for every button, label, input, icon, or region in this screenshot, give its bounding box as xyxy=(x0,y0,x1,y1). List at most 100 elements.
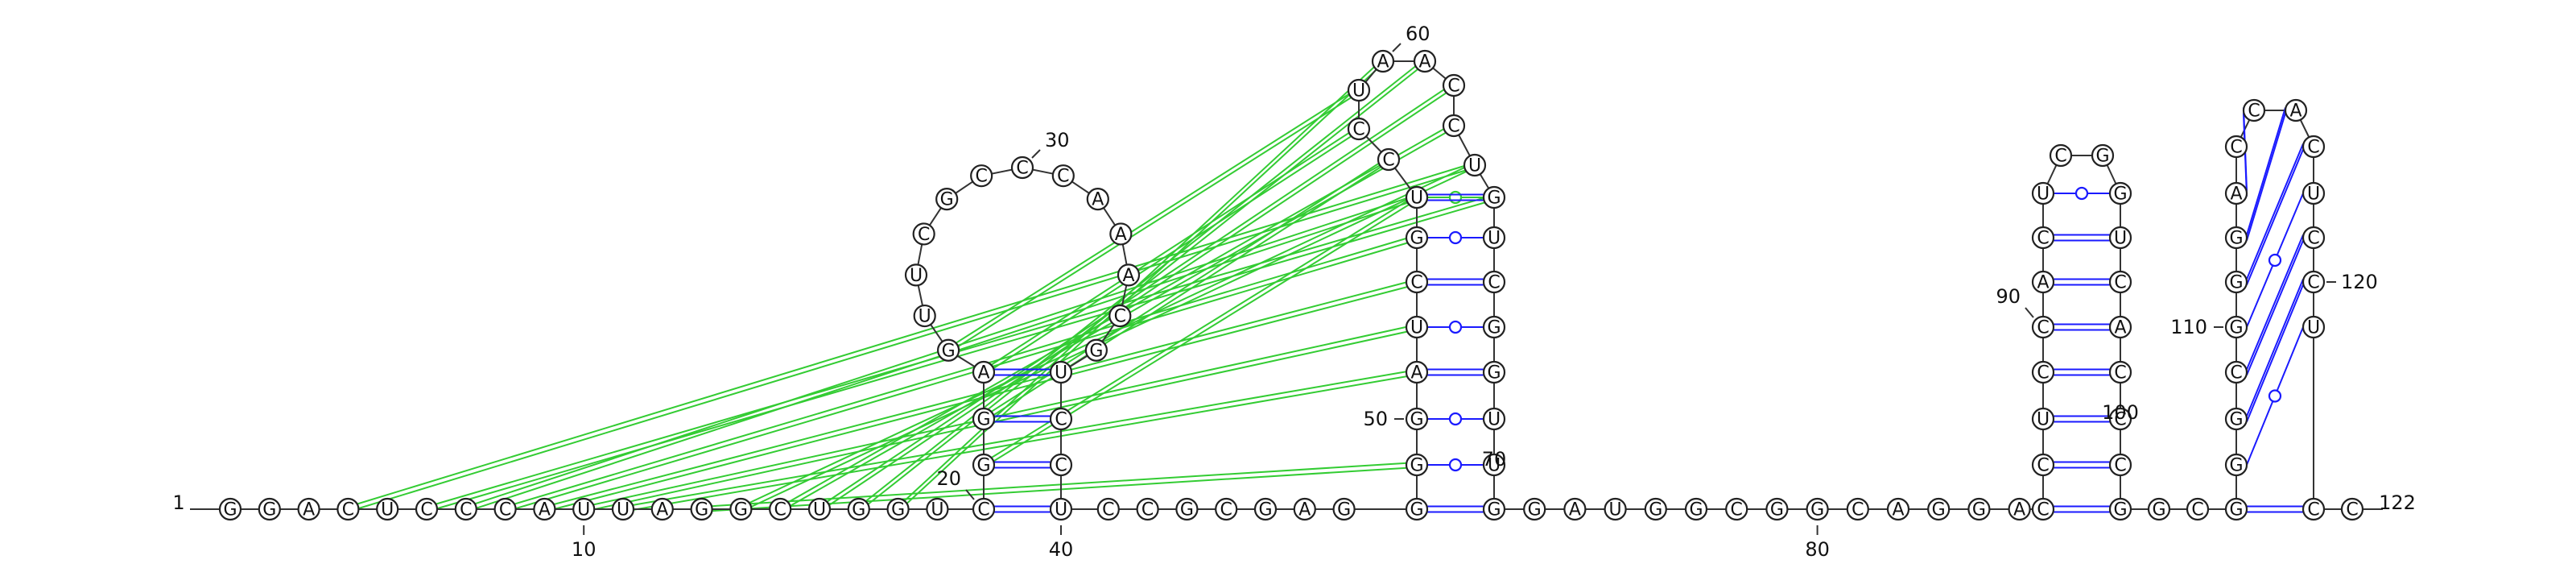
nucleotide-28: G xyxy=(935,188,959,211)
wobble-marker xyxy=(1448,230,1463,245)
pair-bond xyxy=(2246,240,2304,375)
nucleotide-letter: C xyxy=(774,500,786,520)
nucleotide-circle xyxy=(2031,226,2055,250)
nucleotide-letter: G xyxy=(1089,341,1103,361)
nucleotide-circle xyxy=(690,497,713,521)
pseudoknot-bond xyxy=(983,161,1389,422)
nucleotide-95: G xyxy=(2091,143,2115,168)
wobble-pair xyxy=(2054,186,2110,201)
pseudoknot-layer xyxy=(348,58,1495,512)
nucleotide-2: G xyxy=(258,497,281,521)
nucleotide-letter: C xyxy=(2307,500,2319,520)
nucleotide-letter: G xyxy=(1487,318,1501,338)
nucleotide-circle xyxy=(1846,497,1869,521)
nucleotide-circle xyxy=(970,164,993,188)
wobble-marker xyxy=(1448,412,1463,426)
nucleotide-circle xyxy=(2224,360,2248,384)
nucleotide-letter: C xyxy=(2037,229,2049,249)
nucleotide-circle xyxy=(2340,497,2364,521)
nucleotide-57: C xyxy=(1377,147,1401,172)
label-90: 90 xyxy=(1996,285,2021,308)
pseudoknot-bond xyxy=(983,199,1418,468)
nucleotide-circle xyxy=(2108,315,2132,339)
nucleotide-123: C xyxy=(2340,497,2364,521)
nucleotide-letter: G xyxy=(2229,500,2243,520)
nucleotide-circle xyxy=(1886,497,1910,521)
canonical-pair xyxy=(2054,505,2110,513)
canonical-pair xyxy=(2054,461,2110,469)
nucleotide-circle xyxy=(2031,315,2055,339)
nucleotide-circle xyxy=(611,497,635,521)
nucleotide-circle xyxy=(2108,226,2132,250)
nucleotide-22: G xyxy=(972,407,996,431)
nucleotide-letter: G xyxy=(223,500,237,520)
nucleotide-86: C xyxy=(2031,497,2055,521)
nucleotide-circle xyxy=(904,263,928,287)
nucleotide-35: C xyxy=(1108,304,1132,328)
nucleotide-circle xyxy=(1347,117,1371,141)
nucleotide-circle xyxy=(415,497,439,521)
nucleotide-circle xyxy=(2224,226,2248,250)
nucleotide-circle xyxy=(1482,407,1506,431)
nucleotide-letter: C xyxy=(2114,456,2126,476)
nucleotide-18: G xyxy=(886,497,910,521)
nucleotide-letter: U xyxy=(2307,184,2320,205)
nucleotide-letter: A xyxy=(977,363,989,384)
nucleotide-circle xyxy=(2301,497,2326,521)
nucleotide-letter: G xyxy=(1487,189,1501,209)
nucleotide-letter: G xyxy=(1410,410,1423,430)
label-30: 30 xyxy=(1045,129,1070,151)
pseudoknot-bond xyxy=(426,199,1495,512)
nucleotide-99: A xyxy=(2108,315,2132,339)
nucleotide-letter: C xyxy=(460,500,472,520)
nucleotide-66: U xyxy=(1482,226,1506,250)
pseudoknot-bond xyxy=(426,194,1495,508)
nucleotide-letter: C xyxy=(1447,117,1459,137)
pseudoknot-pair xyxy=(348,162,1476,512)
nucleotide-circle xyxy=(2301,270,2326,294)
nucleotide-116: A xyxy=(2284,98,2308,122)
tick-60 xyxy=(1392,43,1402,52)
nucleotide-120: C xyxy=(2301,270,2326,294)
nucleotide-12: A xyxy=(650,497,674,521)
nucleotide-circle xyxy=(2186,497,2210,521)
nucleotide-letter: A xyxy=(539,500,551,520)
nucleotide-circle xyxy=(1765,497,1789,521)
canonical-pair xyxy=(1427,505,1484,513)
canonical-pair xyxy=(1427,193,1484,201)
nucleotide-63: C xyxy=(1442,114,1466,138)
nucleotide-circle xyxy=(2108,453,2132,477)
nucleotide-letter: U xyxy=(1488,456,1501,476)
nucleotide-letter: G xyxy=(1689,500,1703,520)
label-120: 120 xyxy=(2341,271,2378,293)
wobble-marker xyxy=(1448,458,1463,472)
nucleotide-117: C xyxy=(2301,135,2326,159)
nucleotide-letter: U xyxy=(1410,189,1423,209)
nucleotide-circle xyxy=(2031,360,2055,384)
nucleotide-letter: G xyxy=(891,500,905,520)
nucleotide-letter: C xyxy=(2037,318,2049,338)
base-pair-layer xyxy=(994,107,2304,513)
nucleotide-58: C xyxy=(1347,117,1371,141)
nucleotide-115: C xyxy=(2242,98,2266,122)
pseudoknot-bond xyxy=(819,82,1455,508)
nucleotide-circle xyxy=(2108,360,2132,384)
nucleotide-circle xyxy=(1413,49,1437,73)
nucleotide-16: U xyxy=(807,497,832,521)
nucleotide-85: A xyxy=(2008,497,2031,521)
nucleotide-letter: G xyxy=(2229,410,2243,430)
pseudoknot-pair xyxy=(983,126,1360,375)
nucleotide-letter: U xyxy=(2037,184,2050,205)
pseudoknot-wobble-pair xyxy=(1417,190,1494,205)
label-100: 100 xyxy=(2102,401,2139,424)
nucleotide-circle xyxy=(2224,315,2248,339)
pair-bond xyxy=(2246,234,2304,370)
nucleotide-circle xyxy=(1096,497,1120,521)
nucleotide-letter: G xyxy=(1258,500,1272,520)
nucleotide-circle xyxy=(572,497,596,521)
nucleotide-letter: G xyxy=(942,341,956,361)
tick-30 xyxy=(1031,149,1041,159)
canonical-pair xyxy=(2054,278,2110,286)
nucleotide-circle xyxy=(2049,143,2073,168)
